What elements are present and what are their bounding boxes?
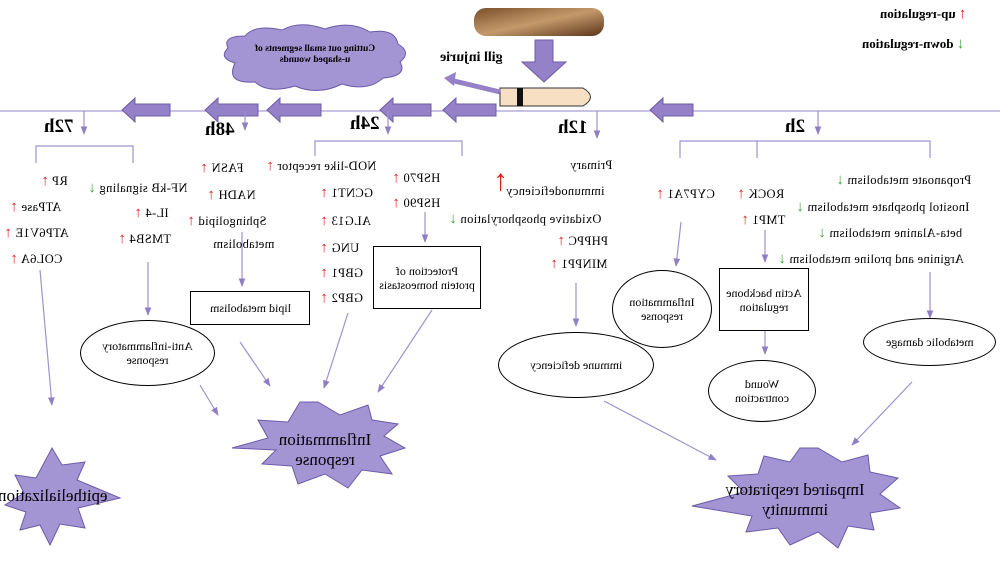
ellipse-wound: Wound contraction bbox=[708, 360, 816, 422]
outcome-impaired: Impaired respiratory immunity bbox=[725, 480, 865, 519]
up-arrow-icon: ↑ bbox=[320, 185, 328, 201]
item-propanoate: Propanoate metabolism ↓ bbox=[836, 172, 972, 188]
down-arrow-icon: ↓ bbox=[836, 172, 844, 188]
gene-hsp70: HSP70 ↑ bbox=[392, 170, 441, 186]
up-arrow-icon: ↑ bbox=[266, 158, 274, 174]
up-arrow-icon: ↑ bbox=[320, 213, 328, 229]
burst-epithelialization bbox=[3, 446, 122, 547]
item-primary: Primary bbox=[570, 158, 613, 172]
gene-atpase: ATPase ↑ bbox=[10, 199, 62, 215]
down-arrow-icon: ↓ bbox=[796, 199, 804, 215]
up-arrow-icon: ↑ bbox=[4, 225, 12, 241]
down-arrow-icon: ↓ bbox=[449, 211, 457, 227]
up-arrow-icon: ↑ bbox=[10, 199, 18, 215]
up-arrow-icon: ↑ bbox=[557, 233, 565, 249]
timeline-arrow-6 bbox=[121, 96, 171, 124]
time-2h: 2h bbox=[785, 116, 806, 137]
gene-tmp1: TMP1 ↑ bbox=[741, 212, 786, 228]
gene-rock: ROCK ↑ bbox=[737, 186, 785, 202]
gene-fasn: FASN ↑ bbox=[200, 160, 244, 176]
item-inositol: Inositol phosphate metabolism ↓ bbox=[796, 199, 970, 215]
gene-phppc: PHPPC ↑ bbox=[557, 233, 608, 249]
item-beta-alanine: beta-Alanine metabolism ↓ bbox=[818, 225, 963, 241]
cloud-label: Cutting out small segments of u-shaped w… bbox=[254, 44, 376, 65]
gene-hsp90: HSP90 ↑ bbox=[392, 195, 441, 211]
up-arrow-icon: ↑ bbox=[958, 6, 967, 22]
gene-ung: UNG ↑ bbox=[320, 240, 360, 256]
box-protection: Protection of protein homeostasis bbox=[373, 246, 481, 309]
legend-down-label: down-regulation bbox=[862, 36, 954, 51]
ellipse-metabolic: metabolic damage bbox=[863, 318, 996, 366]
down-arrow-icon: ↓ bbox=[778, 251, 786, 267]
burst-inflammation bbox=[231, 401, 407, 489]
timeline-arrow-4 bbox=[266, 96, 322, 124]
timeline-arrow-3 bbox=[379, 96, 432, 124]
up-arrow-icon: ↑ bbox=[320, 240, 328, 256]
gene-alg13: ALG13 ↑ bbox=[320, 213, 371, 229]
up-arrow-icon: ↑ bbox=[320, 290, 328, 306]
up-arrow-icon: ↑ bbox=[550, 256, 558, 272]
outcome-epithelialization: epithelialization bbox=[0, 486, 108, 505]
down-arrow-icon: ↓ bbox=[818, 225, 826, 241]
up-arrow-icon: ↑ bbox=[118, 231, 126, 247]
gene-rp: RP ↑ bbox=[41, 173, 68, 189]
gene-gbp1: GBP1 ↑ bbox=[320, 265, 364, 281]
gene-minpp1: MINPP1 ↑ bbox=[550, 256, 608, 272]
up-arrow-icon: ↑ bbox=[10, 251, 18, 267]
time-24h: 24h bbox=[350, 113, 380, 134]
up-arrow-icon: ↑ bbox=[134, 205, 142, 221]
gill-injury-label: gill injurie bbox=[440, 50, 503, 65]
legend-up-label: up-regulation bbox=[880, 6, 956, 21]
item-arginine: Arginine and proline metabolism ↓ bbox=[778, 251, 964, 267]
gill-photo bbox=[474, 8, 604, 36]
up-arrow-icon: ↑ bbox=[41, 173, 49, 189]
timeline-arrow-2 bbox=[442, 96, 497, 124]
legend-up: ↑ up-regulation bbox=[880, 6, 966, 23]
burst-impaired bbox=[691, 447, 902, 549]
timeline-arrow-1 bbox=[649, 96, 694, 124]
time-12h: 12h bbox=[558, 117, 588, 138]
gene-atp6v1e: ATP6V1E ↑ bbox=[4, 225, 69, 241]
gene-nadh: NADH ↑ bbox=[207, 187, 256, 203]
up-arrow-icon: ↑ bbox=[741, 212, 749, 228]
down-arrow-icon: ↓ bbox=[956, 36, 965, 52]
ellipse-inflammation-small: Inflammation response bbox=[612, 270, 712, 348]
item-metabolism: metabolism bbox=[213, 237, 275, 251]
gene-cyp7a1: CYP7A1 ↑ bbox=[656, 186, 715, 202]
gene-tmsb4: TMSB4 ↑ bbox=[118, 231, 172, 247]
down-arrow-icon: ↓ bbox=[88, 180, 96, 196]
box-lipid: lipid metabolism bbox=[190, 291, 310, 325]
up-arrow-icon: ↑ bbox=[187, 213, 195, 229]
ellipse-immune-deficiency: immune deficiency bbox=[498, 332, 654, 398]
item-sphingolipid: Sphingolipid ↑ bbox=[187, 213, 267, 229]
up-arrow-icon: ↑ bbox=[392, 170, 400, 186]
item-immunodeficiency: immunodeficiency bbox=[506, 184, 605, 198]
up-arrow-icon: ↑ bbox=[737, 186, 745, 202]
down-block-arrow bbox=[520, 39, 568, 83]
item-nod: NOD-like receptor ↑ bbox=[266, 158, 377, 174]
gene-il4: IL-4 ↑ bbox=[134, 205, 169, 221]
wound-cloud bbox=[223, 24, 406, 91]
item-nfkb: NF-kB signaling ↓ bbox=[88, 180, 188, 196]
time-48h: 48h bbox=[205, 119, 235, 140]
up-arrow-icon: ↑ bbox=[320, 265, 328, 281]
gene-col6a: COL6A ↑ bbox=[10, 251, 63, 267]
up-arrow-icon: ↑ bbox=[493, 164, 508, 197]
pipette-icon bbox=[444, 72, 591, 107]
item-oxidative: Oxidative phosphorylation ↓ bbox=[449, 211, 602, 227]
legend-down: ↓ down-regulation bbox=[862, 36, 964, 53]
gene-gcnt1: GCNT1 ↑ bbox=[320, 185, 374, 201]
box-actin: Actin backbone regulation bbox=[719, 268, 809, 331]
ellipse-anti-inflammatory: Anti-inflammatory response bbox=[80, 320, 215, 386]
up-arrow-icon: ↑ bbox=[656, 186, 664, 202]
outcome-inflammation: Inflammation response bbox=[278, 430, 372, 469]
up-arrow-icon: ↑ bbox=[200, 160, 208, 176]
up-arrow-icon: ↑ bbox=[207, 187, 215, 203]
up-arrow-icon: ↑ bbox=[392, 195, 400, 211]
time-72h: 72h bbox=[44, 116, 74, 137]
gene-gbp2: GBP2 ↑ bbox=[320, 290, 364, 306]
